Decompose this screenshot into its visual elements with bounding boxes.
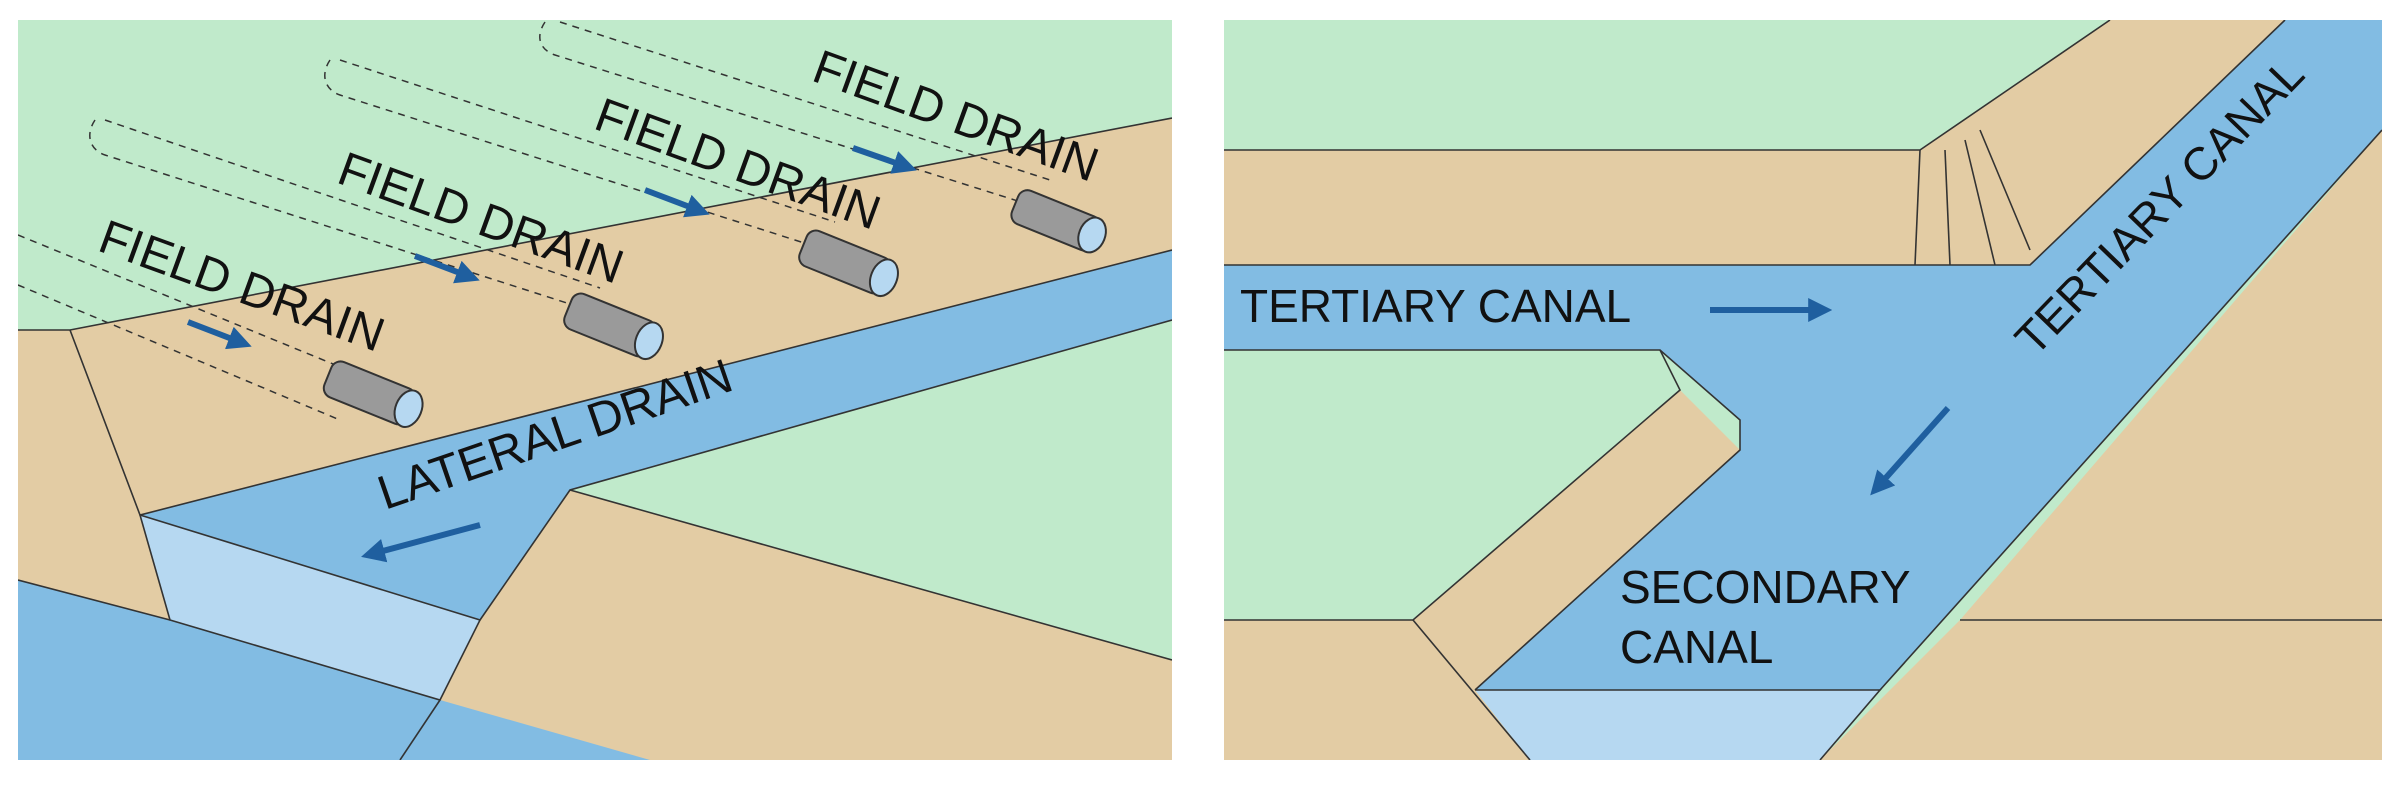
flow-arrow-field-drain-1 bbox=[186, 319, 252, 350]
field-drain-pipe-1 bbox=[18, 234, 424, 428]
lateral-drain-end-face bbox=[140, 515, 480, 700]
left-lower-bank bbox=[1224, 390, 1740, 760]
tertiary-canal-gate bbox=[1914, 129, 2031, 266]
lateral-drain-channel bbox=[140, 250, 1172, 620]
canal-water bbox=[1224, 20, 2382, 690]
flow-arrow-secondary-canal bbox=[1870, 406, 1951, 496]
bottom-right-bank bbox=[1820, 620, 2382, 760]
secondary-canal-end-face bbox=[1475, 690, 1880, 760]
field-area-lower-right bbox=[570, 320, 1172, 660]
flow-arrow-field-drain-4 bbox=[852, 145, 917, 174]
field-drain-pipe-4 bbox=[539, 21, 1107, 254]
field-drain-pipe-3 bbox=[324, 59, 899, 298]
flow-arrow-lateral-drain bbox=[361, 522, 481, 563]
flow-arrow-field-drain-3 bbox=[643, 187, 710, 218]
flow-arrow-field-drain-2 bbox=[413, 253, 480, 284]
right-panel-irrigation: TERTIARY CANAL TERTIARY CANAL SECONDARY … bbox=[1224, 20, 2382, 760]
field-drain-pipe-2 bbox=[89, 119, 664, 361]
left-panel-drainage: FIELD DRAIN FIELD DRAIN FIELD DRAIN FIEL… bbox=[18, 20, 1172, 760]
secondary-canal-label-line2: CANAL bbox=[1620, 621, 1773, 673]
tertiary-canal-label-left: TERTIARY CANAL bbox=[1240, 280, 1631, 332]
secondary-canal-label-line1: SECONDARY bbox=[1620, 561, 1911, 613]
right-bank bbox=[1960, 130, 2382, 620]
main-drain-water bbox=[18, 580, 650, 760]
